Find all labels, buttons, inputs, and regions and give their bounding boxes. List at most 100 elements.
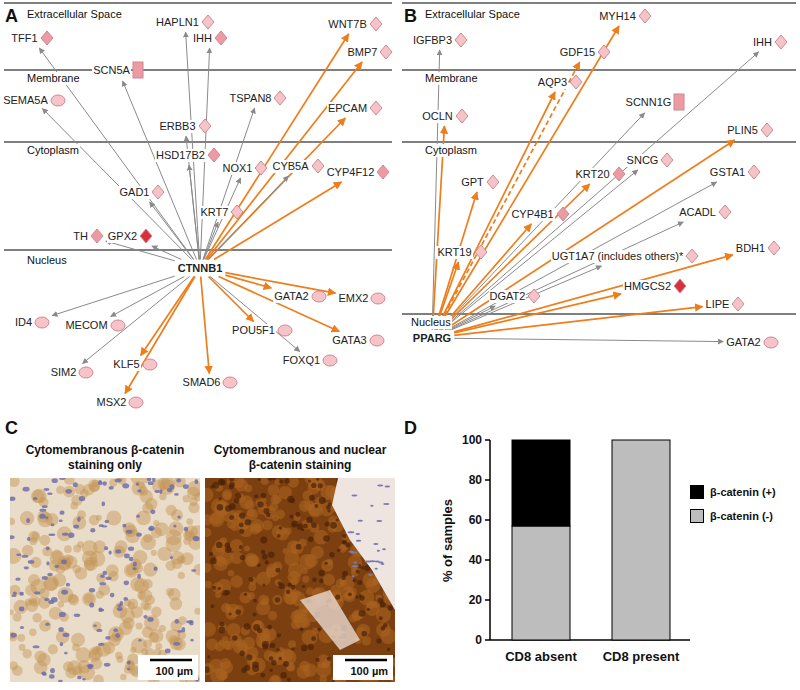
stain-speck (380, 628, 395, 644)
stain-speck (233, 605, 243, 615)
cell-nucleus (11, 594, 16, 596)
enzyme-diamond (719, 205, 731, 219)
gene-name: KRT19 (436, 246, 472, 259)
cell-nucleus (51, 523, 55, 526)
stain-speck (268, 484, 280, 496)
gene-node: EMX2 (338, 292, 387, 305)
stain-speck (159, 493, 166, 500)
gene-node: NOX1 (222, 160, 269, 176)
cell-nucleus (291, 647, 294, 650)
gene-name: POU5F1 (231, 324, 276, 337)
gene-shape (151, 184, 165, 200)
stain-speck (269, 675, 282, 682)
cell-nucleus (270, 643, 276, 649)
cell-nucleus (127, 668, 130, 671)
cell-nucleus (308, 479, 311, 482)
activation-arrow (433, 126, 445, 330)
gene-name: KLF5 (112, 358, 140, 371)
stroma-nucleus (381, 563, 385, 565)
tick (485, 479, 490, 481)
cell-nucleus (211, 604, 215, 608)
stroma-nucleus (377, 485, 383, 487)
cell-nucleus (275, 597, 280, 602)
gene-node: SIM2 (50, 366, 95, 379)
stain-speck (302, 630, 318, 646)
stain-speck (31, 490, 45, 504)
gene-shape (731, 296, 745, 312)
cell-nucleus (212, 586, 216, 590)
gene-shape (207, 147, 221, 163)
gene-name: TH (72, 230, 89, 243)
stroma-nucleus (352, 575, 355, 577)
stain-speck (302, 576, 309, 583)
gene-name: ID4 (14, 316, 33, 329)
cell-nucleus (21, 555, 28, 558)
cell-nucleus (103, 481, 107, 486)
cell-nucleus (317, 628, 321, 632)
cell-nucleus (147, 478, 151, 481)
gene-shape (254, 160, 268, 176)
stain-speck (84, 557, 98, 571)
stain-speck (299, 500, 311, 512)
cell-nucleus (283, 661, 289, 667)
gene-node: HMGCS2 (623, 278, 687, 294)
relation-arrow (432, 50, 440, 330)
stain-speck (178, 572, 185, 579)
gene-name: ACADL (678, 206, 717, 219)
enzyme-diamond (639, 9, 651, 23)
cell-nucleus (253, 599, 257, 603)
cell-nucleus (314, 504, 318, 508)
cell-nucleus (59, 520, 63, 523)
relation-arrow (203, 222, 218, 260)
gene-node: OCLN (421, 108, 469, 124)
cell-nucleus (312, 577, 316, 581)
cell-nucleus (128, 546, 134, 551)
cell-nucleus (59, 612, 66, 617)
cell-nucleus (77, 675, 81, 679)
stain-speck (137, 591, 146, 600)
stroma-nucleus (353, 562, 357, 564)
gene-node: SEMA5A (2, 94, 66, 107)
cell-nucleus (191, 569, 196, 572)
cell-nucleus (62, 533, 69, 536)
cell-nucleus (100, 575, 105, 578)
gene-name: KRT7 (200, 206, 230, 219)
gene-node: SCN5A (92, 61, 144, 79)
cell-nucleus (205, 666, 210, 673)
stain-speck (20, 511, 34, 525)
gene-shape (222, 376, 238, 389)
gene-shape (763, 336, 779, 349)
stroma-nucleus (385, 486, 391, 488)
cell-nucleus (359, 610, 366, 617)
gene-node: BDH1 (735, 240, 781, 256)
stain-speck (37, 510, 49, 522)
category-label: CD8 present (603, 649, 680, 664)
gene-node: CTNNB1 (177, 262, 224, 275)
gene-shape (369, 16, 383, 32)
stain-speck (141, 648, 148, 655)
gene-name: CYB5A (271, 160, 309, 173)
stroma-nucleus (382, 548, 386, 550)
cell-nucleus (330, 522, 337, 529)
cell-nucleus (93, 624, 97, 626)
cell-nucleus (42, 576, 48, 580)
gene-shape (597, 44, 611, 60)
stain-speck (106, 564, 119, 577)
stain-speck (37, 653, 51, 667)
stain-speck (63, 661, 74, 672)
stain-speck (17, 634, 25, 642)
cell-nucleus (143, 615, 147, 619)
bar-positive (512, 440, 570, 526)
cell-nucleus (327, 657, 331, 661)
cell-nucleus (225, 546, 232, 553)
cell-nucleus (286, 590, 290, 594)
cell-nucleus (287, 678, 291, 682)
gene-name: TSPAN8 (229, 92, 273, 105)
stain-speck (244, 545, 250, 551)
stain-speck (205, 528, 211, 537)
stain-speck (72, 644, 80, 652)
cell-nucleus (190, 639, 193, 642)
cell-nucleus (96, 629, 102, 632)
bar-negative (612, 440, 670, 640)
legend-swatch (690, 485, 704, 499)
